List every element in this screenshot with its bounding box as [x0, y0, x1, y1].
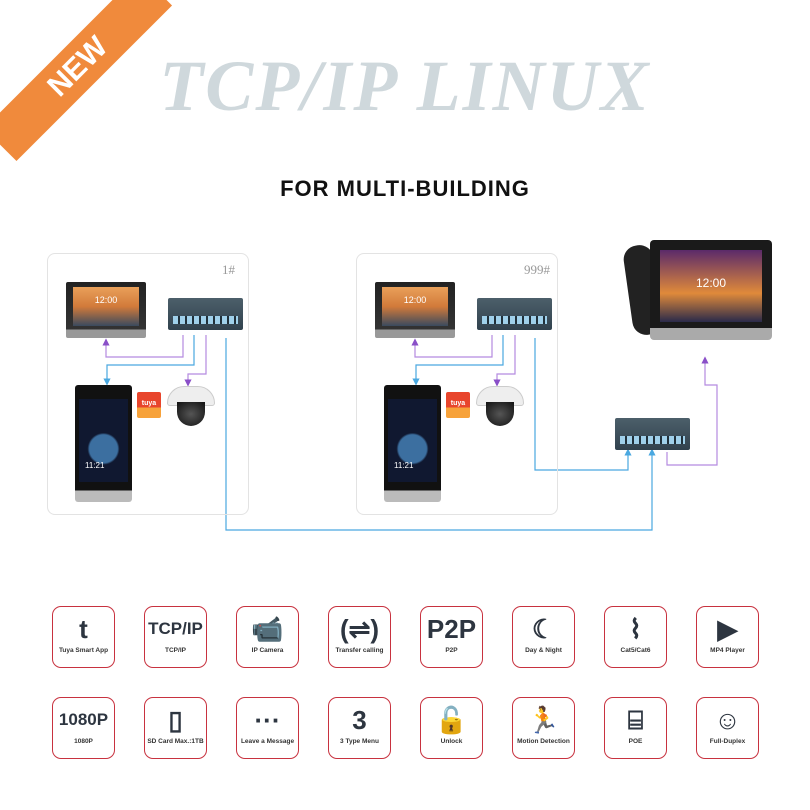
feature-label: 3 Type Menu: [340, 738, 379, 745]
lan-line: [103, 335, 195, 386]
ip-camera: [476, 386, 524, 426]
building-panel-999: [356, 253, 558, 515]
feature-poe: ⌸ POE: [604, 697, 667, 759]
page-subtitle: FOR MULTI-BUILDING: [280, 176, 530, 201]
page-title: TCP/IP LINUX: [159, 46, 651, 126]
video-icon: ▶: [717, 614, 738, 644]
feature-full-duplex: ☺ Full-Duplex: [696, 697, 759, 759]
lan-line: [534, 338, 632, 471]
monitor-time: 12:00: [73, 287, 139, 326]
building-label: 1#: [222, 262, 235, 277]
feature-tcpip: TCP/IP TCP/IP: [144, 606, 207, 668]
power-line: [666, 356, 718, 466]
poe-switch: [477, 298, 552, 330]
feature-message: ··· Leave a Message: [236, 697, 299, 759]
unlock-icon: 🔓: [435, 705, 468, 735]
feature-label: Cat5/Cat6: [620, 647, 651, 654]
building-label: 999#: [524, 262, 550, 277]
feature-label: Full-Duplex: [709, 738, 746, 745]
feature-label: Leave a Message: [240, 738, 295, 745]
feature-label: TCP/IP: [165, 647, 186, 654]
building-panel-1: [47, 253, 249, 515]
poe-switch: [168, 298, 243, 330]
feature-cable: ⌇ Cat5/Cat6: [604, 606, 667, 668]
power-line: [411, 335, 493, 358]
door-time: 11:21: [79, 399, 128, 482]
feature-label: Day & Night: [525, 647, 562, 654]
feature-label: Tuya Smart App: [58, 647, 109, 654]
cable-icon: ⌇: [629, 614, 642, 644]
feature-label: P2P: [445, 647, 458, 654]
ip-camera: [167, 386, 215, 426]
door-station: 11:21: [75, 385, 132, 502]
power-line: [102, 335, 184, 358]
poe-icon: ⌸: [627, 705, 644, 735]
tuya-icon: t: [79, 614, 88, 644]
feature-hd: 1080P 1080P: [52, 697, 115, 759]
hd-icon: 1080P: [58, 710, 109, 729]
lan-line: [225, 338, 656, 531]
feature-label: SD Card Max.:1TB: [147, 738, 204, 745]
door-time: 11:21: [388, 399, 437, 482]
feature-label: 1080P: [74, 738, 93, 745]
feature-transfer: (⇌) Transfer calling: [328, 606, 391, 668]
tuya-logo: tuya: [446, 392, 470, 418]
central-switch: [615, 418, 690, 450]
menu-icon: 3: [352, 705, 367, 735]
desk-phone-monitor: 12:00: [650, 240, 772, 340]
camera-icon: 📹: [251, 614, 284, 644]
lan-line: [412, 335, 504, 386]
door-station: 11:21: [384, 385, 441, 502]
feature-motion: 🏃 Motion Detection: [512, 697, 575, 759]
indoor-monitor: 12:00: [375, 282, 455, 338]
tuya-logo: tuya: [137, 392, 161, 418]
message-icon: ···: [254, 705, 281, 735]
tcpip-icon: TCP/IP: [148, 619, 203, 638]
power-line: [493, 335, 516, 387]
transfer-icon: (⇌): [339, 614, 380, 644]
feature-sd-card: ▯ SD Card Max.:1TB: [144, 697, 207, 759]
feature-label: Unlock: [440, 738, 463, 745]
feature-menu: 3 3 Type Menu: [328, 697, 391, 759]
day-night-icon: ☾: [531, 614, 556, 644]
feature-label: MP4 Player: [710, 647, 745, 654]
motion-icon: 🏃: [527, 705, 560, 735]
desk-phone-time: 12:00: [660, 250, 762, 322]
full-duplex-icon: ☺: [714, 705, 741, 735]
indoor-monitor: 12:00: [66, 282, 146, 338]
sd-card-icon: ▯: [168, 705, 183, 735]
feature-day-night: ☾ Day & Night: [512, 606, 575, 668]
feature-label: Transfer calling: [335, 647, 384, 654]
p2p-icon: P2P: [426, 614, 477, 644]
feature-label: Motion Detection: [517, 738, 570, 745]
wiring-diagram: [102, 335, 718, 531]
feature-label: IP Camera: [251, 647, 284, 654]
monitor-time: 12:00: [382, 287, 448, 326]
feature-label: POE: [628, 738, 643, 745]
feature-camera: 📹 IP Camera: [236, 606, 299, 668]
feature-video: ▶ MP4 Player: [696, 606, 759, 668]
feature-unlock: 🔓 Unlock: [420, 697, 483, 759]
power-line: [184, 335, 207, 387]
